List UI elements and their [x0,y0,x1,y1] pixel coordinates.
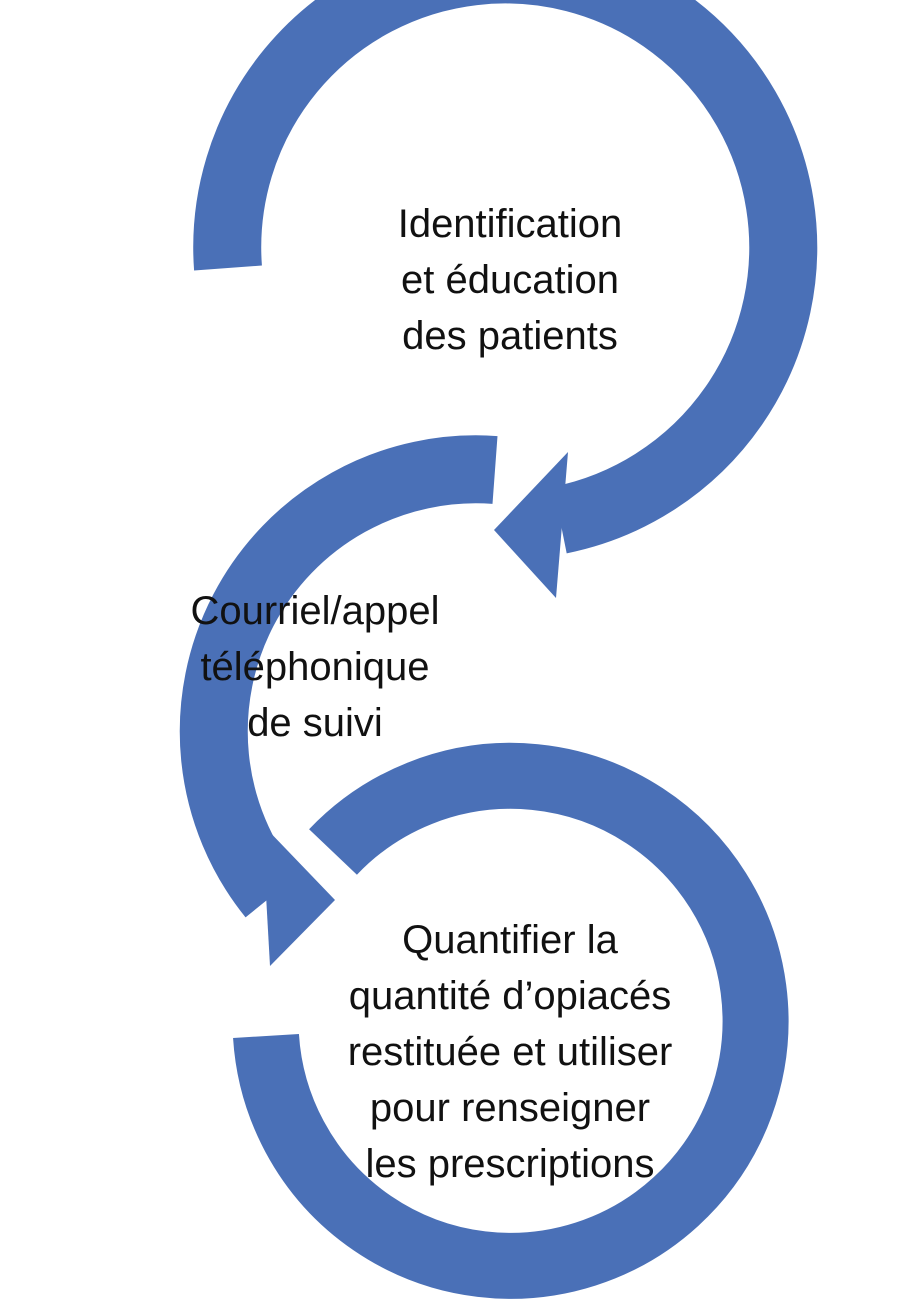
arrow-arc-3 [233,742,789,1299]
step-1-line-1: Identification [397,202,623,246]
step-quantify-opioids: Quantifier la quantité d’opiacés restitu… [300,912,720,1192]
step-1-line-2: et éducation [401,258,619,302]
arrow-head-1 [494,452,568,598]
step-3-line-5: les prescriptions [365,1142,655,1186]
arrow-arc-2 [179,435,498,918]
step-3-line-2: quantité d’opiacés [348,974,672,1018]
step-2-line-1: Courriel/appel [190,589,440,633]
arrow-arc-1 [193,0,818,554]
step-3-line-3: restituée et utiliser [347,1030,673,1074]
arrow-head-2 [262,824,335,966]
step-3-line-1: Quantifier la [402,918,618,962]
step-2-line-3: de suivi [247,701,383,745]
step-identification-education: Identification et éducation des patients [330,196,690,364]
step-3-line-4: pour renseigner [369,1086,651,1130]
step-follow-up-contact: Courriel/appel téléphonique de suivi [145,583,485,751]
step-2-line-2: téléphonique [200,645,430,689]
step-1-line-3: des patients [402,314,618,358]
